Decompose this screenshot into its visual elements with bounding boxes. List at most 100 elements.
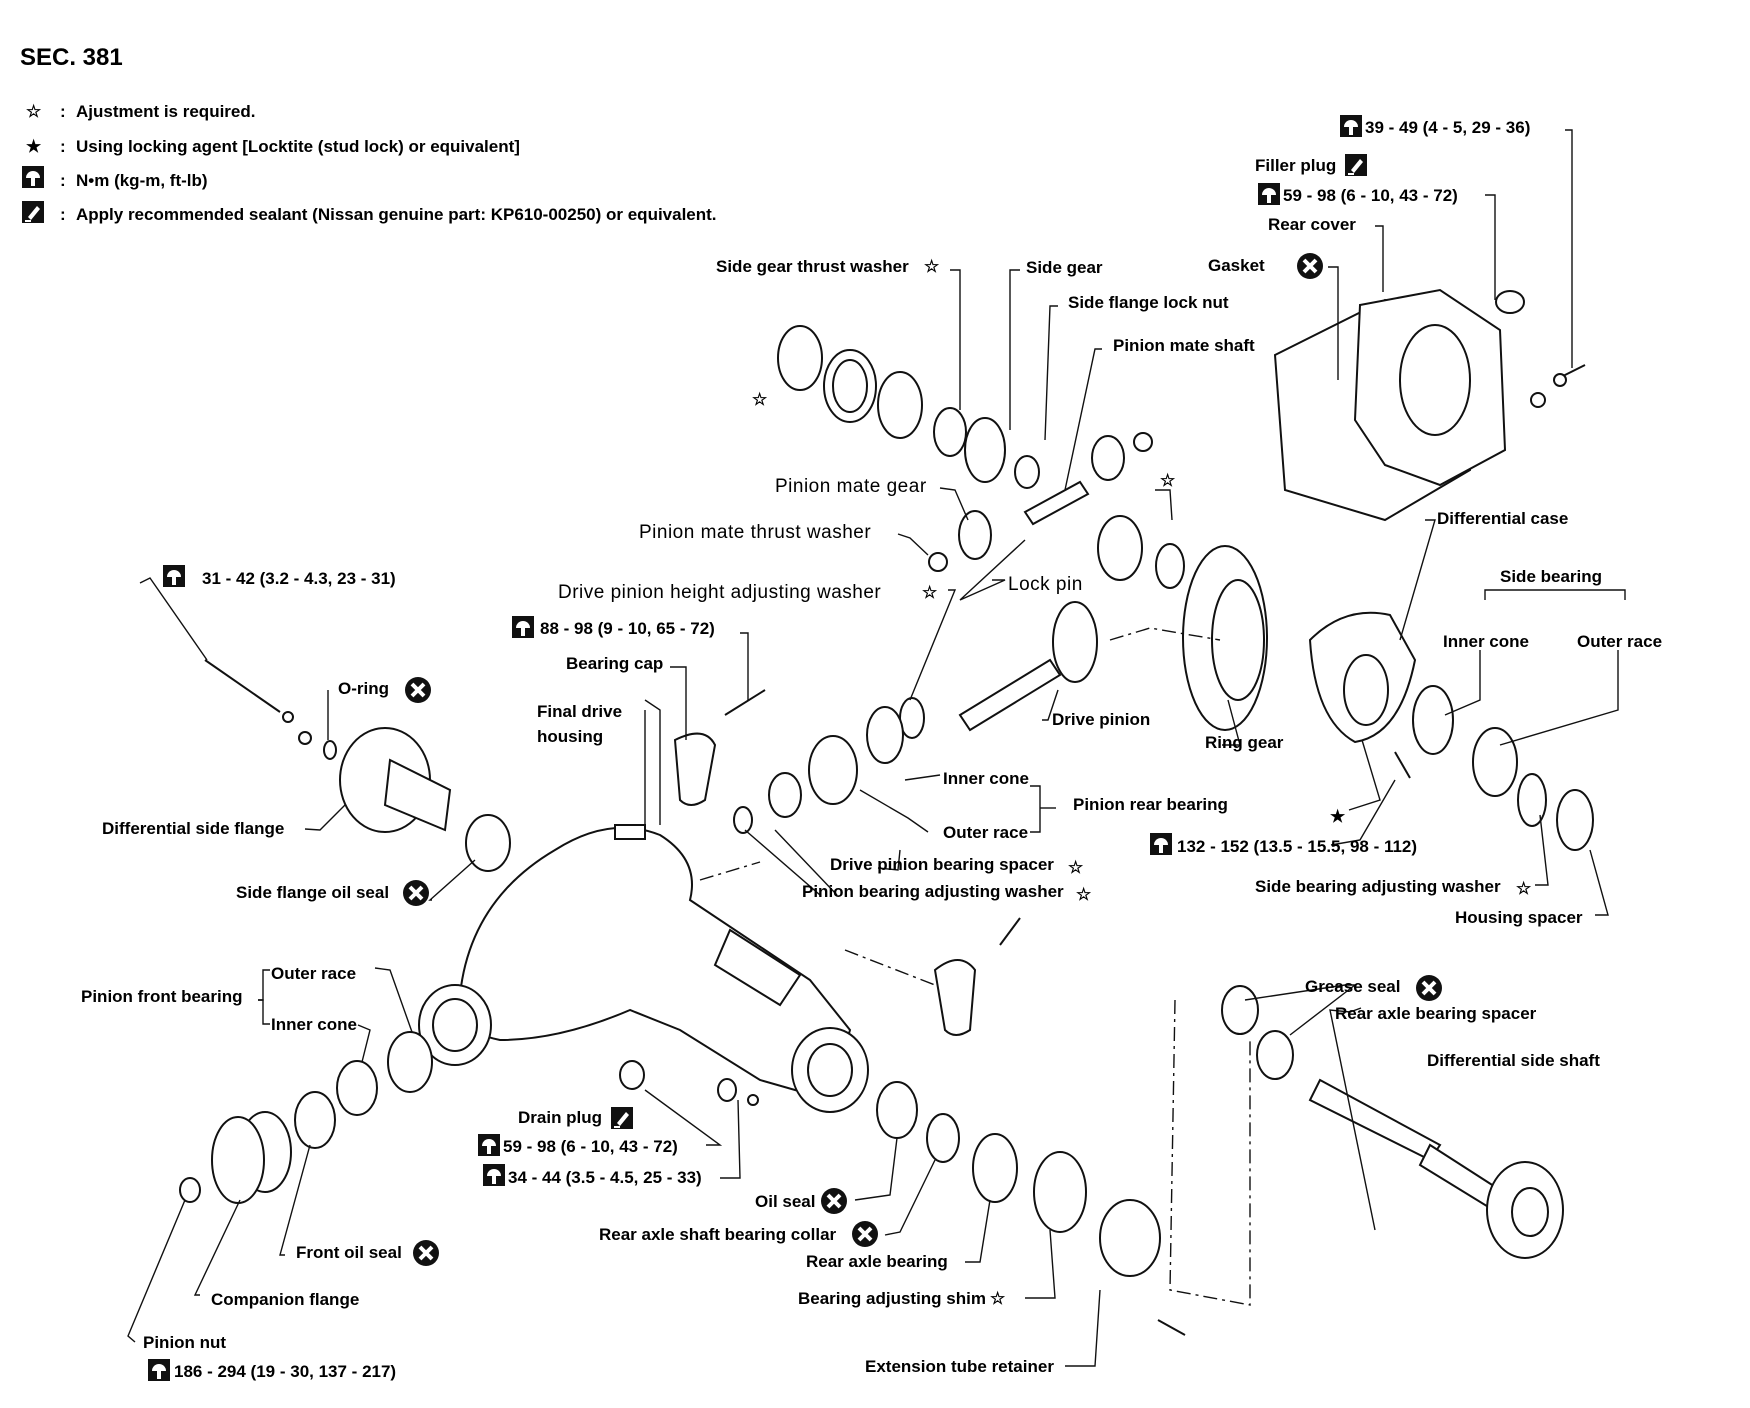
extension-tube-retainer-label: Extension tube retainer (865, 1357, 1054, 1376)
rear-cover-label: Rear cover (1268, 215, 1356, 234)
bearing-adjusting-shim-label: Bearing adjusting shim (798, 1289, 986, 1308)
rear-axle-shaft-bearing-collar-part (926, 1113, 960, 1163)
side-bearing-adjusting-washer-part (1517, 773, 1547, 827)
torque-nut: 34 - 44 (3.5 - 4.5, 25 - 33) (508, 1168, 702, 1187)
filler-plug-label: Filler plug (1255, 156, 1336, 175)
pinion-mate-gear-part (958, 510, 992, 560)
oil-seal-label: Oil seal (755, 1192, 815, 1211)
adjust-star-icon: ☆ (1516, 879, 1532, 898)
ring-gear-label: Ring gear (1205, 733, 1284, 752)
torque-drain-plug: 59 - 98 (6 - 10, 43 - 72) (503, 1137, 678, 1156)
side-flange-oil-seal-part (465, 814, 511, 872)
adjust-star-icon: ☆ (1068, 858, 1084, 877)
torque-icon (512, 616, 534, 638)
drive-pinion-bearing-spacer-part (768, 772, 802, 818)
torque-icon (478, 1134, 500, 1156)
drive-pinion-label: Drive pinion (1052, 710, 1150, 729)
adjust-star-icon: ☆ (752, 390, 768, 409)
final-drive-housing-label-2: housing (537, 727, 603, 746)
side-gear-thrust-washer-label: Side gear thrust washer (716, 257, 909, 276)
torque-icon (148, 1359, 170, 1381)
grease-seal-label: Grease seal (1305, 977, 1400, 996)
drive-pinion-shaft (958, 658, 1062, 732)
side-bearing-label: Side bearing (1500, 567, 1602, 586)
legend-sep-1: : (60, 102, 66, 121)
sealant-icon (1344, 153, 1368, 177)
rear-cover-part (1353, 288, 1507, 487)
side-gear-lower (1097, 515, 1143, 581)
pinion-mate-thrust-washer-label: Pinion mate thrust washer (639, 522, 871, 543)
side-bearing-cone (877, 371, 923, 439)
pinion-mate-shaft-label: Pinion mate shaft (1113, 336, 1255, 355)
side-bearing-inner-cone-part (1412, 685, 1454, 755)
rear-axle-bearing-spacer-part (1256, 1030, 1294, 1080)
rear-axle-bearing-label: Rear axle bearing (806, 1252, 948, 1271)
side-flange-lock-nut-label: Side flange lock nut (1068, 293, 1229, 312)
final-drive-housing-label: Final drive (537, 702, 622, 721)
torque-rear-cover-bolt: 39 - 49 (4 - 5, 29 - 36) (1365, 118, 1530, 137)
grease-seal-part (1221, 985, 1259, 1035)
side-gear-part (964, 417, 1006, 483)
housing-spacer-label: Housing spacer (1455, 908, 1583, 927)
torque-bearing-cap: 88 - 98 (9 - 10, 65 - 72) (540, 619, 715, 638)
rear-axle-shaft-bearing-collar-label: Rear axle shaft bearing collar (599, 1225, 837, 1244)
bearing-cap-lower (933, 959, 977, 1036)
drive-pinion-gear (1052, 601, 1098, 683)
replace-icon (411, 1238, 441, 1268)
legend-sep-3: : (60, 171, 66, 190)
pinion-mate-thrust-washer-part (928, 552, 948, 572)
legend-sep-2: : (60, 137, 66, 156)
legend-adjust-text: Ajustment is required. (76, 102, 255, 121)
lock-pin-label: Lock pin (1008, 574, 1083, 595)
alignment-lines (699, 627, 1251, 1306)
differential-case-part (1308, 611, 1417, 744)
thrust-washer-ring (777, 325, 823, 391)
drive-pinion-height-adjusting-washer-label: Drive pinion height adjusting washer (558, 582, 881, 603)
callouts: 39 - 49 (4 - 5, 29 - 36) Filler plug 59 … (81, 115, 1662, 1381)
adjust-star-icon: ☆ (1076, 885, 1092, 904)
front-outer-race-label: Outer race (271, 964, 356, 983)
replace-icon (401, 878, 431, 908)
pinion-inner-cone-part (866, 706, 904, 764)
legend-torque-text: N•m (kg-m, ft-lb) (76, 171, 208, 190)
leader-lines (127, 129, 1626, 1367)
pinion-inner-cone-label: Inner cone (943, 769, 1029, 788)
torque-icon (483, 1164, 505, 1186)
pinion-outer-race-label: Outer race (943, 823, 1028, 842)
bearing-adjusting-shim-part (1033, 1151, 1087, 1233)
side-bearing-adjusting-washer-label: Side bearing adjusting washer (1255, 877, 1501, 896)
pinion-nut-part (179, 1177, 201, 1203)
housing-spacer-part (1556, 789, 1594, 851)
legend-locking-text: Using locking agent [Locktite (stud lock… (76, 137, 520, 156)
side-bearing-outer-race-label: Outer race (1577, 632, 1662, 651)
drain-plug-part (619, 1060, 645, 1090)
housing-tube-end (791, 1027, 869, 1113)
oil-seal-part (876, 1081, 918, 1139)
legend-adjust-symbol: ☆ (26, 102, 42, 121)
sealant-icon (21, 200, 45, 224)
replace-icon (1414, 973, 1444, 1003)
side-gear-thrust-washer-ring (933, 407, 967, 457)
replace-icon (403, 675, 433, 705)
adjust-star-icon: ☆ (924, 257, 940, 276)
gasket-label: Gasket (1208, 256, 1265, 275)
side-flange-bolt-part (204, 659, 281, 713)
pinion-rear-bearing-label: Pinion rear bearing (1073, 795, 1228, 814)
rear-axle-bearing-part (972, 1133, 1018, 1203)
replace-icon (1295, 251, 1325, 281)
torque-filler-plug: 59 - 98 (6 - 10, 43 - 72) (1283, 186, 1458, 205)
rear-axle-bearing-spacer-label: Rear axle bearing spacer (1335, 1004, 1537, 1023)
legend-sealant-text: Apply recommended sealant (Nissan genuin… (76, 205, 717, 224)
torque-ring-gear: 132 - 152 (13.5 - 15.5, 98 - 112) (1177, 837, 1417, 856)
adjust-star-icon: ☆ (922, 583, 938, 602)
o-ring-label: O-ring (338, 679, 389, 698)
differential-side-shaft-part (1308, 1078, 1442, 1162)
torque-icon (1258, 183, 1280, 205)
legend-locking-symbol: ★ (26, 137, 42, 156)
companion-flange-label: Companion flange (211, 1290, 359, 1309)
side-flange-oil-seal-label: Side flange oil seal (236, 883, 389, 902)
torque-icon (1340, 115, 1362, 137)
housing-front-bore (418, 984, 492, 1066)
differential-side-shaft-label: Differential side shaft (1427, 1051, 1600, 1070)
